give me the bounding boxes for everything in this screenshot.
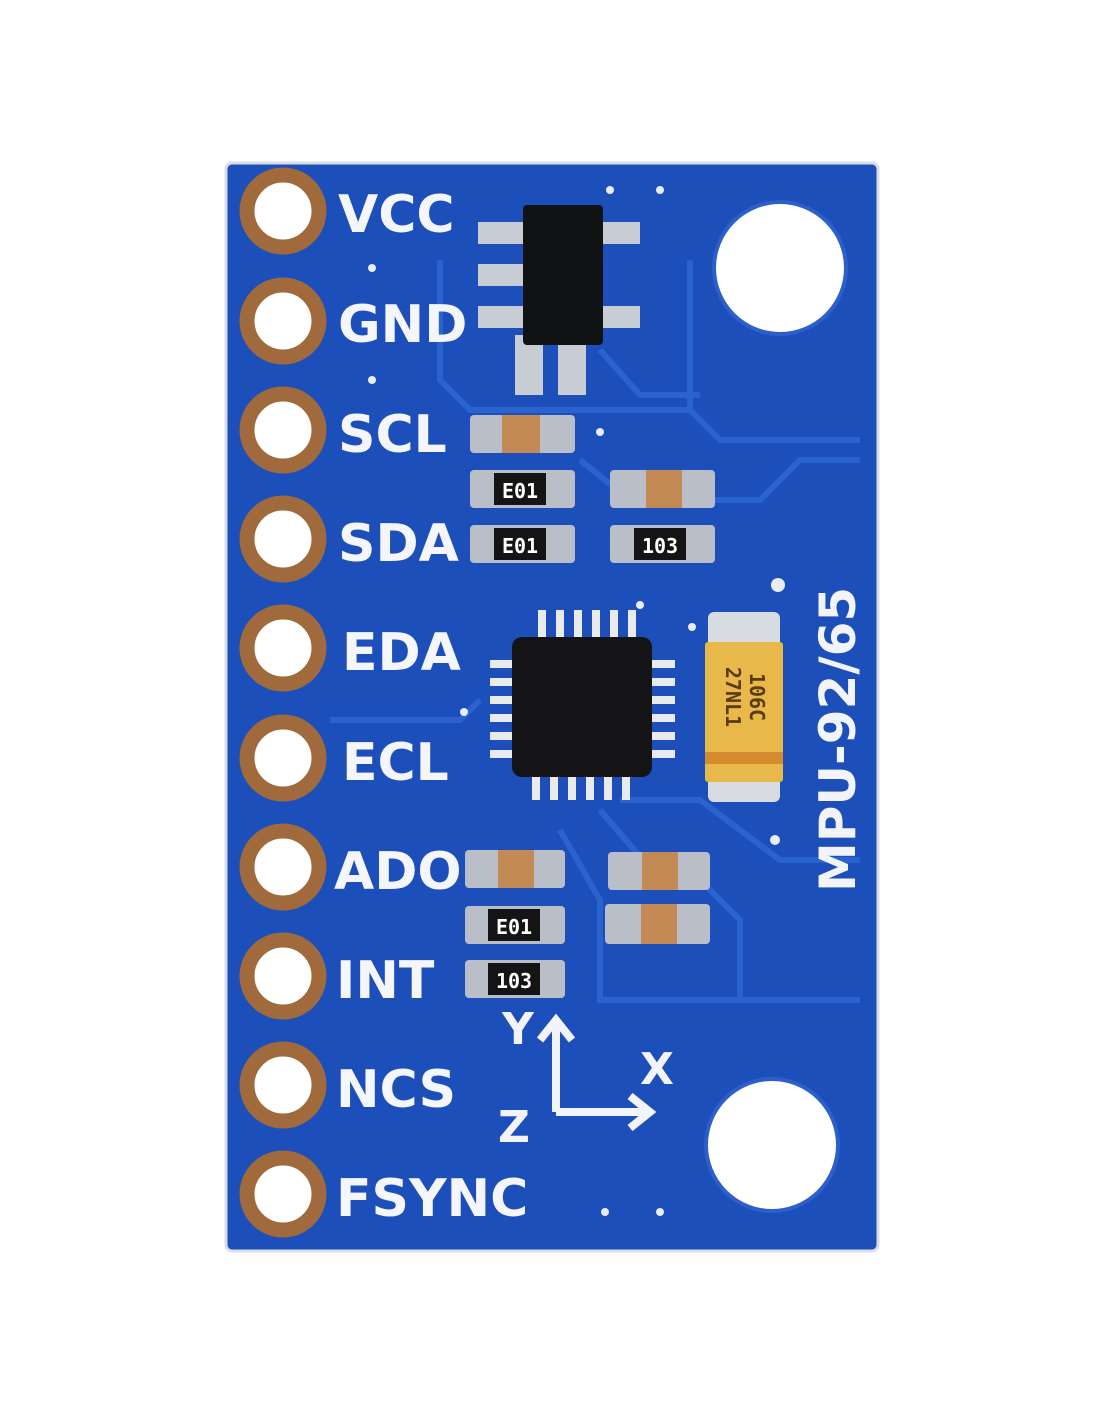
resistor-code: E01: [496, 915, 532, 939]
pin-ado: ADO: [239, 823, 462, 911]
capacitor-marking: 27NL1: [721, 667, 745, 727]
mounting-hole-bottom: [704, 1077, 840, 1213]
capacitor-marking: 106C: [745, 673, 769, 721]
pin-label: ECL: [342, 733, 449, 793]
pin-int: INT: [239, 932, 435, 1020]
vias: [368, 186, 785, 1216]
pin-label: SDA: [338, 514, 459, 574]
resistor-code: E01: [502, 534, 538, 558]
pin-scl: SCL: [239, 386, 447, 474]
z-axis-label: Z: [498, 1102, 530, 1153]
pin-label: GND: [338, 295, 467, 355]
pin-label: ADO: [334, 842, 462, 902]
capacitor: [465, 850, 565, 888]
resistor: E01: [465, 906, 565, 944]
resistor-code: E01: [502, 479, 538, 503]
capacitor: [610, 470, 715, 508]
smd-components-lower: E01 103: [465, 850, 710, 998]
pin-label: SCL: [338, 405, 447, 465]
resistor: E01: [470, 470, 575, 508]
pin-ncs: NCS: [239, 1041, 456, 1129]
pin-ecl: ECL: [239, 714, 449, 802]
resistor-code: 103: [642, 534, 678, 558]
resistor: 103: [465, 960, 565, 998]
capacitor: [608, 852, 710, 890]
smd-components-upper: E01 E01 103: [470, 415, 715, 563]
voltage-regulator: [478, 205, 640, 395]
pin-label: EDA: [342, 623, 461, 683]
y-axis-arrow-icon: [536, 1013, 576, 1112]
capacitor: [470, 415, 575, 453]
x-axis-arrow-icon: [556, 1092, 657, 1132]
pin-label: FSYNC: [336, 1169, 528, 1229]
pin-label: VCC: [338, 185, 455, 245]
pin-header: VCC GND SCL SDA EDA ECL ADO INT: [239, 167, 528, 1238]
mpu9250-chip: [490, 610, 675, 800]
pcb-edge: [224, 161, 880, 1253]
y-axis-label: Y: [501, 1004, 535, 1055]
mounting-hole-top: [712, 200, 848, 336]
pin-label: INT: [336, 951, 435, 1011]
pin-vcc: VCC: [239, 167, 455, 255]
pin-label: NCS: [336, 1060, 456, 1120]
pin-fsync: FSYNC: [239, 1150, 528, 1238]
pin-sda: SDA: [239, 495, 459, 583]
capacitor: [605, 904, 710, 944]
pin-gnd: GND: [239, 277, 467, 365]
board-title: MPU-92/65: [809, 587, 867, 892]
tantalum-capacitor: 106C 27NL1: [705, 612, 783, 802]
resistor: 103: [610, 525, 715, 563]
resistor-code: 103: [496, 969, 532, 993]
axis-indicator: Y X Z: [498, 1004, 674, 1153]
x-axis-label: X: [640, 1044, 674, 1095]
pin-eda: EDA: [239, 604, 461, 692]
resistor: E01: [470, 525, 575, 563]
